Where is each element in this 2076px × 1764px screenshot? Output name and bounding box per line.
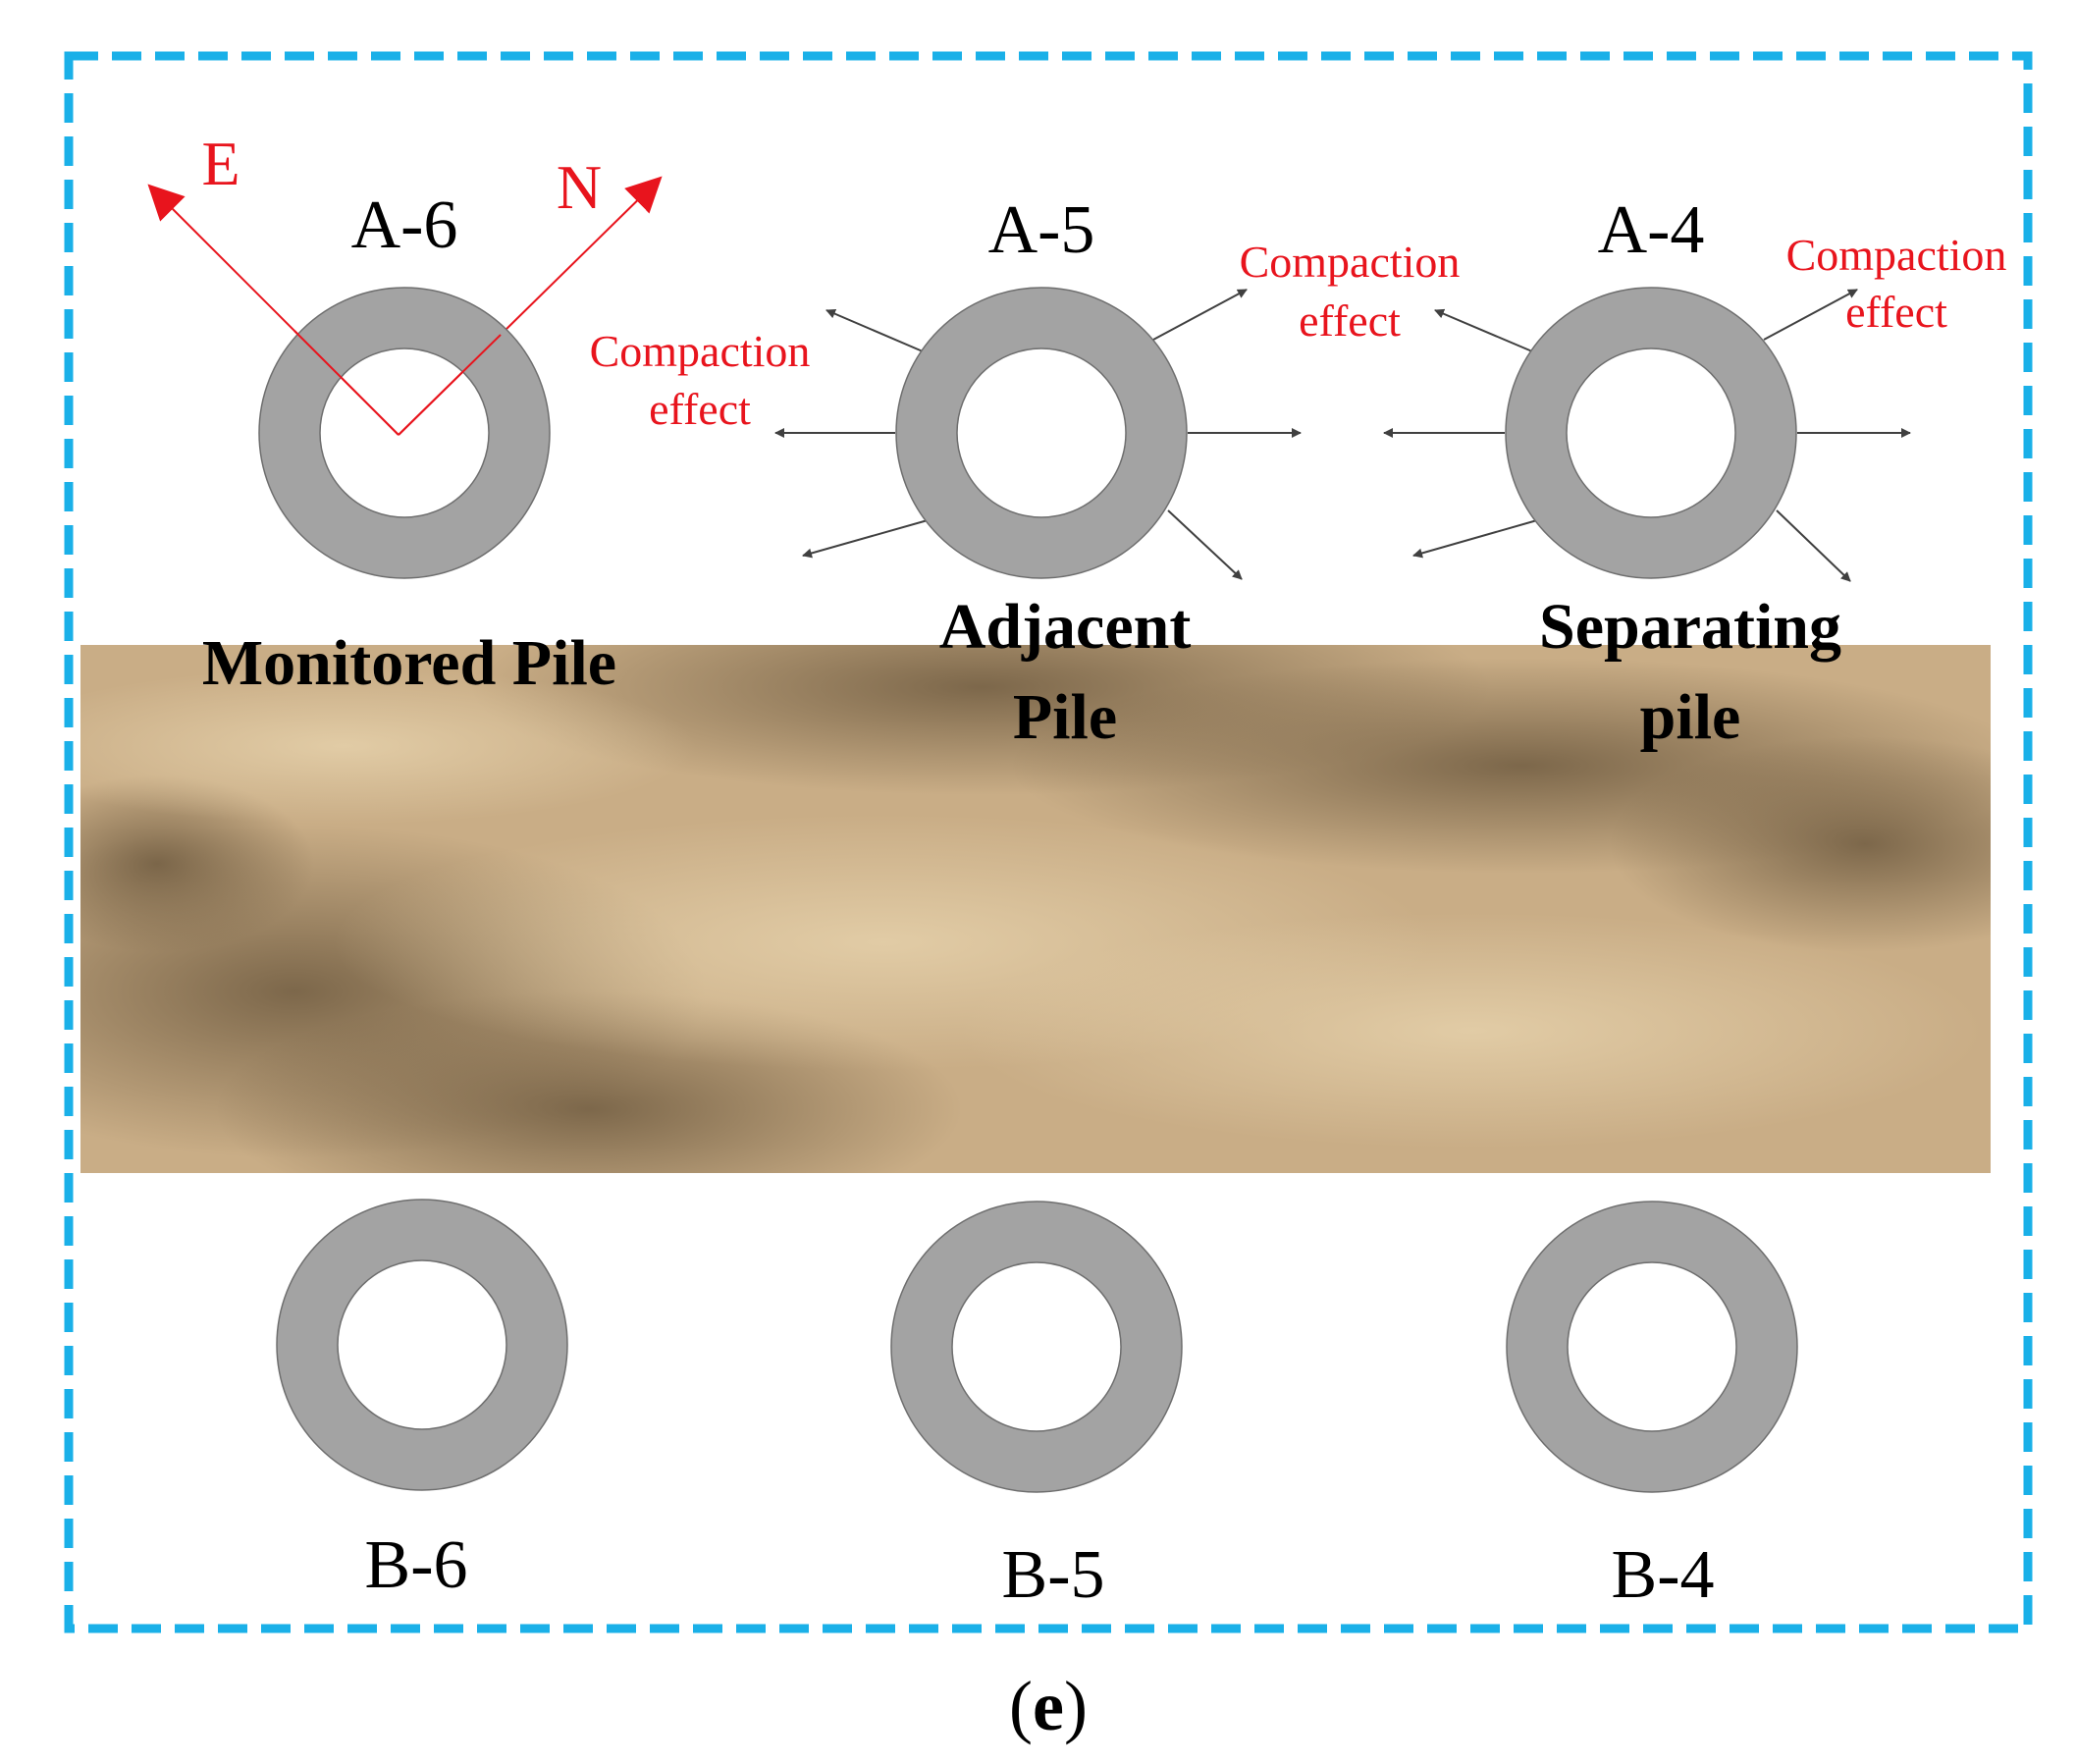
role-adjacent-line2: Pile [1013, 681, 1117, 753]
pile-b5 [891, 1202, 1182, 1492]
pile-b6 [277, 1200, 567, 1490]
dashed-frame [64, 51, 2033, 1633]
role-adjacent-line1: Adjacent [939, 591, 1192, 663]
role-monitored-pile: Monitored Pile [202, 627, 616, 699]
pile-b4 [1507, 1202, 1797, 1492]
pile-b4-label: B-4 [1612, 1537, 1715, 1613]
compaction-label-a5-right-line2: effect [1299, 295, 1401, 346]
ground-photo [80, 645, 1991, 1173]
pile-b6-label: B-6 [365, 1527, 468, 1603]
compaction-arrows-a4 [1383, 289, 1911, 582]
caption-letter: e [1033, 1667, 1064, 1745]
pile-b5-label: B-5 [1002, 1537, 1105, 1613]
compaction-label-a5-right-line1: Compaction [1240, 237, 1461, 287]
compass: E N [147, 129, 663, 436]
compaction-label-a4-right-line1: Compaction [1786, 230, 2007, 280]
compaction-arrows-a5 [774, 289, 1302, 580]
compaction-label-a5-left-line1: Compaction [590, 326, 811, 376]
compaction-label-a4-right-line2: effect [1845, 287, 1947, 337]
pile-a4 [1506, 288, 1796, 578]
caption-open: ( [1009, 1667, 1033, 1745]
compaction-label-a5-left-line2: effect [649, 384, 751, 434]
pile-a5-label: A-5 [988, 192, 1095, 268]
pile-a4-label: A-4 [1598, 192, 1705, 268]
caption-close: ) [1064, 1667, 1088, 1745]
pile-a5 [896, 288, 1187, 578]
pile-a6-label: A-6 [351, 187, 458, 263]
role-separating-line1: Separating [1539, 591, 1841, 663]
figure-caption: (e) [1009, 1667, 1088, 1745]
pile-a6 [259, 288, 550, 578]
north-label: N [557, 152, 602, 222]
role-separating-line2: pile [1640, 681, 1741, 753]
east-label: E [201, 129, 240, 198]
